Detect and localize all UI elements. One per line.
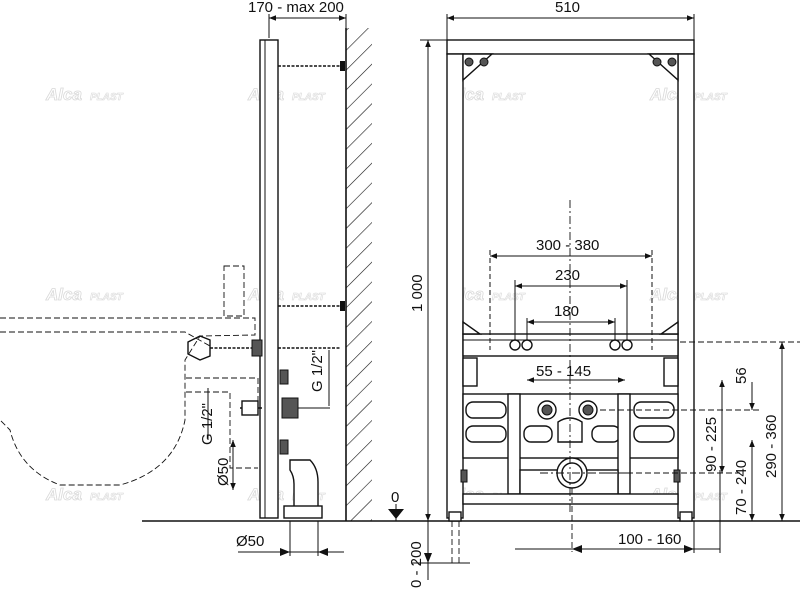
- rod-bracket: [251, 339, 263, 357]
- frame-left-post: [446, 53, 464, 519]
- post-clip: [462, 357, 478, 387]
- drain-bottom-label: Ø50: [236, 533, 264, 550]
- side-clip: [460, 469, 468, 483]
- watermark-sub: PLAST: [694, 92, 728, 103]
- plate-slot: [465, 425, 507, 443]
- water-inlet-left: [537, 400, 557, 420]
- tap-outline: [223, 265, 245, 317]
- plate-rail: [507, 393, 521, 495]
- stud-hole: [609, 339, 621, 351]
- watermark-sub: PLAST: [292, 92, 326, 103]
- plate-slot: [523, 425, 553, 443]
- foot-left: [448, 511, 462, 522]
- anchor-nut: [340, 301, 345, 311]
- frame-right-post: [677, 53, 695, 519]
- pipe-fitting: [241, 400, 259, 416]
- frame-top-bar: [446, 39, 695, 55]
- watermark-sub: PLAST: [90, 292, 124, 303]
- watermark-brand: Alca: [649, 285, 686, 304]
- drain-label: Ø50: [215, 458, 232, 486]
- watermark-sub: PLAST: [492, 292, 526, 303]
- plate-slot: [591, 425, 621, 443]
- anchor-nut: [340, 61, 345, 71]
- drain-foot: [283, 505, 323, 519]
- pipe-label-left: G 1/2": [199, 403, 216, 445]
- front-view: 510 1 000 300 - 380 230 180 55 - 145 56 …: [388, 0, 800, 588]
- mounting-bar: [462, 333, 679, 357]
- dim-arrows: [280, 548, 328, 556]
- bolt: [464, 57, 474, 67]
- bidet-outline: [0, 317, 256, 486]
- pipe-label-right: G 1/2": [309, 350, 326, 392]
- plate-rail: [617, 393, 631, 495]
- wall-hatching: [346, 28, 372, 521]
- bolt: [652, 57, 662, 67]
- frame-clip: [279, 369, 289, 385]
- watermark-sub: PLAST: [492, 92, 526, 103]
- watermark-brand: Alca: [45, 85, 82, 104]
- depth-label: 170 - max 200: [248, 0, 344, 16]
- dim-arrow: [424, 553, 432, 563]
- watermark-brand: Alca: [649, 85, 686, 104]
- water-inlet-right: [578, 400, 598, 420]
- floor-label: 0 - 200: [408, 541, 425, 588]
- stud-hole: [521, 339, 533, 351]
- watermark-brand: Alca: [45, 285, 82, 304]
- hidden-pipe: [186, 377, 259, 408]
- height-label: 1 000: [409, 274, 426, 312]
- width-label: 510: [555, 0, 580, 16]
- plate-slot: [465, 401, 507, 419]
- span-label-3: 180: [554, 303, 579, 320]
- watermark-sub: PLAST: [90, 92, 124, 103]
- span-label-2: 230: [555, 267, 580, 284]
- bidet-rim: [0, 331, 211, 347]
- bottom-cross-bar: [462, 493, 679, 505]
- right-label-3: 70 - 240: [733, 460, 750, 515]
- spacing-label: 55 - 145: [536, 363, 591, 380]
- watermark-sub: PLAST: [694, 492, 728, 503]
- post-clip: [663, 357, 679, 387]
- frame-post: [259, 39, 279, 519]
- plate-slot: [633, 425, 675, 443]
- foot-right: [679, 511, 693, 522]
- stud-hole: [509, 339, 521, 351]
- frame-clip: [279, 439, 289, 455]
- span-label-1: 300 - 380: [536, 237, 599, 254]
- bar-bracket-left: [462, 320, 483, 335]
- watermark-sub: PLAST: [292, 292, 326, 303]
- watermark-sub: PLAST: [90, 492, 124, 503]
- bottom-label: 100 - 160: [618, 531, 681, 548]
- stud-hole: [621, 339, 633, 351]
- zero-label: 0: [391, 489, 399, 506]
- bar-bracket-right: [658, 320, 679, 335]
- right-label-1: 56: [733, 367, 750, 384]
- side-clip: [673, 469, 681, 483]
- right-label-2: 90 - 225: [703, 417, 720, 472]
- bolt: [479, 57, 489, 67]
- watermark-brand: Alca: [45, 485, 82, 504]
- right-label-4: 290 - 360: [763, 415, 780, 478]
- watermark-sub: PLAST: [694, 292, 728, 303]
- pipe-valve: [281, 397, 299, 419]
- side-view: 170 - max 200 G 1/2" G 1/2" Ø50 Ø50: [0, 0, 372, 556]
- bolt: [667, 57, 677, 67]
